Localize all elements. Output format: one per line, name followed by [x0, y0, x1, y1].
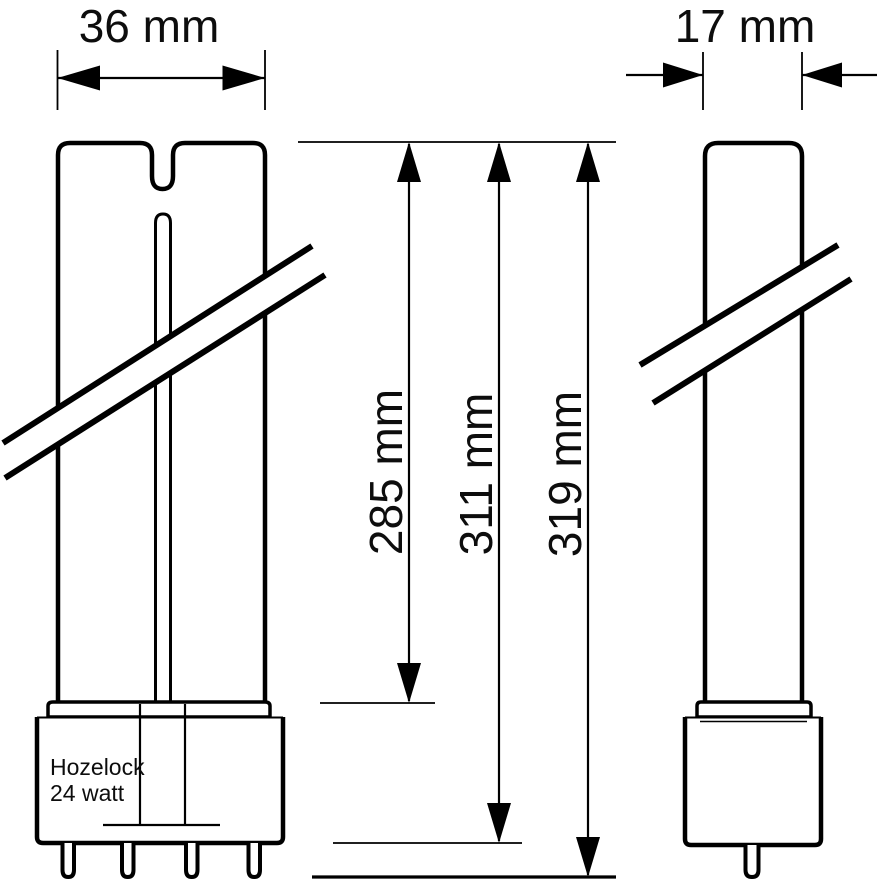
side-break-line-lower	[651, 276, 853, 406]
height-value-311: 311 mm	[450, 393, 502, 556]
front-collar	[46, 700, 272, 719]
front-break-line-upper	[1, 243, 314, 446]
front-pin-3	[184, 843, 200, 879]
front-pin-1	[60, 843, 76, 879]
side-break-gap	[640, 245, 851, 403]
side-width-value: 17 mm	[675, 0, 816, 52]
height-dimensions: 285 mm 311 mm 319 mm	[298, 141, 616, 879]
brand-label: Hozelock	[50, 754, 145, 780]
front-width-value: 36 mm	[79, 0, 220, 52]
height-value-285: 285 mm	[360, 389, 412, 555]
arrowhead-up-icon	[576, 142, 600, 182]
height-dimension-311: 311 mm	[333, 142, 522, 844]
arrowhead-down-icon	[576, 837, 600, 877]
side-base-body	[682, 717, 824, 848]
side-lamp-base	[682, 700, 824, 879]
arrowhead-up-icon	[397, 142, 421, 182]
arrowhead-up-icon	[487, 142, 511, 182]
front-tube-outline	[55, 140, 268, 705]
arrowhead-right-icon	[222, 65, 265, 91]
front-break-gap	[3, 246, 325, 478]
side-tube-outline	[702, 140, 805, 705]
front-view-lamp	[55, 140, 268, 705]
arrowhead-inward-right-icon	[802, 62, 842, 88]
height-dimension-319: 319 mm	[312, 142, 616, 879]
side-pin	[743, 845, 761, 879]
height-value-319: 319 mm	[539, 391, 591, 557]
front-base-body	[34, 717, 286, 846]
arrowhead-inward-left-icon	[663, 62, 703, 88]
front-pin-2	[120, 843, 136, 879]
side-break-line-upper	[638, 242, 840, 368]
side-break-mark	[638, 242, 853, 406]
side-width-dimension: 17 mm	[626, 0, 877, 110]
arrowhead-down-icon	[397, 663, 421, 703]
front-lamp-base: Hozelock 24 watt	[34, 700, 286, 879]
height-dimension-285: 285 mm	[320, 142, 435, 704]
front-pin-4	[246, 843, 262, 879]
wattage-label: 24 watt	[50, 780, 125, 806]
front-tube-slot	[154, 212, 172, 704]
front-break-mark	[1, 243, 327, 481]
front-break-line-lower	[3, 272, 327, 481]
arrowhead-left-icon	[57, 65, 100, 91]
side-view-lamp	[702, 140, 805, 705]
front-width-dimension: 36 mm	[56, 0, 266, 110]
arrowhead-down-icon	[487, 803, 511, 843]
side-collar	[695, 700, 813, 719]
